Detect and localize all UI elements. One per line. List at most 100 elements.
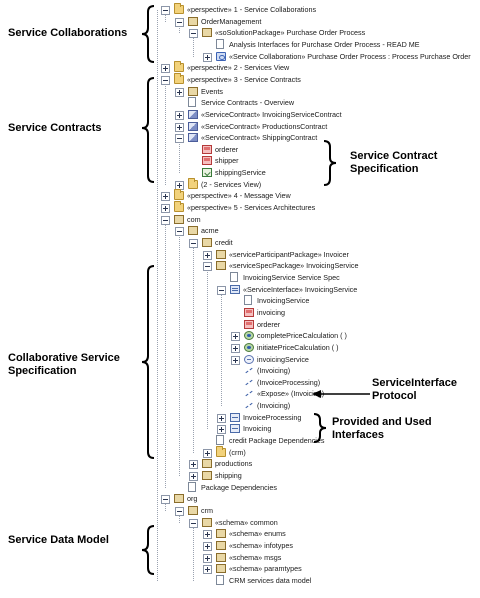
expand-toggle[interactable] (203, 565, 212, 575)
tree-item-label: orderer (215, 144, 239, 154)
collapse-toggle[interactable] (189, 29, 198, 39)
tree-item-initiatepricecalculation[interactable]: initiatePriceCalculation ( ) (0, 342, 480, 354)
tree-item-label: credit (215, 238, 233, 247)
doc-icon (188, 481, 196, 492)
tree-item-invoicingservice[interactable]: InvoicingService (0, 295, 480, 307)
collapse-toggle[interactable] (189, 518, 198, 528)
tree-item-service-collaboration-purchase-order-process-process-purchase-order[interactable]: «Service Collaboration» Purchase Order P… (0, 51, 480, 63)
tree-item-completepricecalculation[interactable]: completePriceCalculation ( ) (0, 330, 480, 342)
tree-item-crm[interactable]: crm (0, 505, 480, 517)
expand-toggle[interactable] (203, 250, 212, 260)
tree-item-invoicingservice-service-spec[interactable]: InvoicingService Service Spec (0, 271, 480, 284)
tree-item-servicecontract-productionscontract[interactable]: «ServiceContract» ProductionsContract (0, 121, 480, 133)
tree-item-com[interactable]: com (0, 214, 480, 226)
expand-toggle[interactable] (161, 192, 170, 202)
tree-item-schema-enums[interactable]: «schema» enums (0, 528, 480, 540)
expand-toggle[interactable] (175, 110, 184, 120)
collapse-toggle[interactable] (189, 239, 198, 248)
expand-toggle[interactable] (189, 472, 198, 481)
expand-toggle[interactable] (217, 413, 226, 423)
tree-item-label: (2 - Services View) (201, 179, 262, 189)
expand-toggle[interactable] (203, 541, 212, 551)
expand-toggle[interactable] (203, 530, 212, 540)
tree-item-label: «ServiceContract» ShippingContract (201, 133, 318, 143)
tree-item-package-dependencies[interactable]: Package Dependencies (0, 481, 480, 494)
collapse-toggle[interactable] (161, 215, 170, 225)
expand-toggle[interactable] (175, 180, 184, 190)
expand-toggle[interactable] (203, 52, 212, 62)
tree-item-serviceparticipantpackage-invoicer[interactable]: «serviceParticipantPackage» Invoicer (0, 249, 480, 261)
tree-item-shipping[interactable]: shipping (0, 470, 480, 482)
collapse-toggle[interactable] (161, 495, 170, 505)
tree-item-perspective-2-services-view[interactable]: «perspective» 2 - Services View (0, 61, 480, 74)
tree-item-invoicing[interactable]: Invoicing (0, 423, 480, 435)
collapse-toggle[interactable] (203, 262, 212, 272)
tree-item-ordermanagement[interactable]: OrderManagement (0, 16, 480, 28)
expand-toggle[interactable] (231, 332, 240, 342)
tree-item-label: «ServiceContract» InvoicingServiceContra… (201, 109, 342, 119)
tree-item-credit-package-dependencies[interactable]: credit Package Dependencies (0, 435, 480, 447)
tree-item-perspective-4-message-view[interactable]: «perspective» 4 - Message View (0, 189, 480, 202)
tree-item-2-services-view[interactable]: (2 - Services View) (0, 177, 480, 191)
label-serviceinterface-protocol-2: Protocol (372, 390, 417, 402)
tree-item-orderer[interactable]: orderer (0, 319, 480, 331)
tree-item-invoiceprocessing[interactable]: (InvoiceProcessing) (0, 377, 480, 389)
tree-item-orderer[interactable]: orderer (0, 144, 480, 156)
collapse-toggle[interactable] (175, 134, 184, 144)
tree-item-label: invoicing (257, 307, 285, 317)
expand-toggle[interactable] (231, 355, 240, 365)
tree-item-servicecontract-invoicingservicecontract[interactable]: «ServiceContract» InvoicingServiceContra… (0, 109, 480, 121)
tree-item-productions[interactable]: productions (0, 458, 480, 470)
expand-toggle[interactable] (203, 553, 212, 563)
expand-toggle[interactable] (175, 122, 184, 132)
tree-item-servicespecpackage-invoicingservice[interactable]: «serviceSpecPackage» InvoicingService (0, 260, 480, 272)
tree-item-crm-services-data-model[interactable]: CRM services data model (0, 574, 480, 587)
expand-toggle[interactable] (161, 64, 170, 74)
tree-item-schema-infotypes[interactable]: «schema» infotypes (0, 540, 480, 552)
expand-toggle[interactable] (231, 343, 240, 353)
expand-toggle[interactable] (217, 425, 226, 435)
tree-item-schema-msgs[interactable]: «schema» msgs (0, 552, 480, 564)
collapse-toggle[interactable] (161, 75, 170, 85)
tree-item-perspective-3-service-contracts[interactable]: «perspective» 3 - Service Contracts (0, 72, 480, 86)
tree-item-perspective-5-services-architectures[interactable]: «perspective» 5 - Services Architectures (0, 201, 480, 214)
tree-item-events[interactable]: Events (0, 86, 480, 98)
tree-item-servicecontract-shippingcontract[interactable]: «ServiceContract» ShippingContract (0, 132, 480, 144)
label-service-contract-spec-1: Service Contract (350, 150, 438, 162)
tree-item-perspective-1-service-collaborations[interactable]: «perspective» 1 - Service Collaborations (0, 3, 480, 16)
doc-icon (216, 38, 224, 49)
collapse-toggle[interactable] (161, 6, 170, 15)
tree-item-crm[interactable]: (crm) (0, 445, 480, 459)
tree-item-shipper[interactable]: shipper (0, 155, 480, 167)
tree-item-invoicing[interactable]: (Invoicing) (0, 400, 480, 412)
collapse-toggle[interactable] (175, 506, 184, 516)
tree-item-invoicingservice[interactable]: invoicingService (0, 354, 480, 366)
tree-item-serviceinterface-invoicingservice[interactable]: «ServiceInterface» InvoicingService (0, 284, 480, 296)
tree-item-schema-paramtypes[interactable]: «schema» paramtypes (0, 563, 480, 575)
collapse-toggle[interactable] (217, 285, 226, 295)
tree-item-expose-invoicing[interactable]: «Expose» (Invoicing) (0, 388, 480, 400)
tree-item-sosolutionpackage-purchase-order-process[interactable]: «soSolutionPackage» Purchase Order Proce… (0, 27, 480, 39)
tree-item-org[interactable]: org (0, 493, 480, 505)
tree-item-credit[interactable]: credit (0, 237, 480, 249)
tree-item-analysis-interfaces-for-purchase-order-process-read-me[interactable]: Analysis Interfaces for Purchase Order P… (0, 38, 480, 51)
tree-item-label: Package Dependencies (201, 482, 277, 492)
tree-guide-line (193, 247, 194, 453)
tree-item-acme[interactable]: acme (0, 225, 480, 237)
expand-toggle[interactable] (161, 204, 170, 214)
expand-toggle[interactable] (189, 460, 198, 470)
tree-item-shippingservice[interactable]: shippingService (0, 167, 480, 179)
collapse-toggle[interactable] (175, 17, 184, 27)
tree-item-label: initiatePriceCalculation ( ) (257, 342, 339, 352)
tree-item-invoiceprocessing[interactable]: InvoiceProcessing (0, 412, 480, 424)
tree-item-invoicing[interactable]: (Invoicing) (0, 365, 480, 377)
collapse-toggle[interactable] (175, 227, 184, 237)
role-icon (244, 319, 254, 329)
expand-toggle[interactable] (203, 448, 212, 458)
tree-item-service-contracts-overview[interactable]: Service Contracts - Overview (0, 97, 480, 109)
tree-item-schema-common[interactable]: «schema» common (0, 517, 480, 529)
expand-toggle[interactable] (175, 87, 184, 97)
tree-item-invoicing[interactable]: invoicing (0, 307, 480, 319)
tree-item-label: orderer (257, 319, 281, 329)
